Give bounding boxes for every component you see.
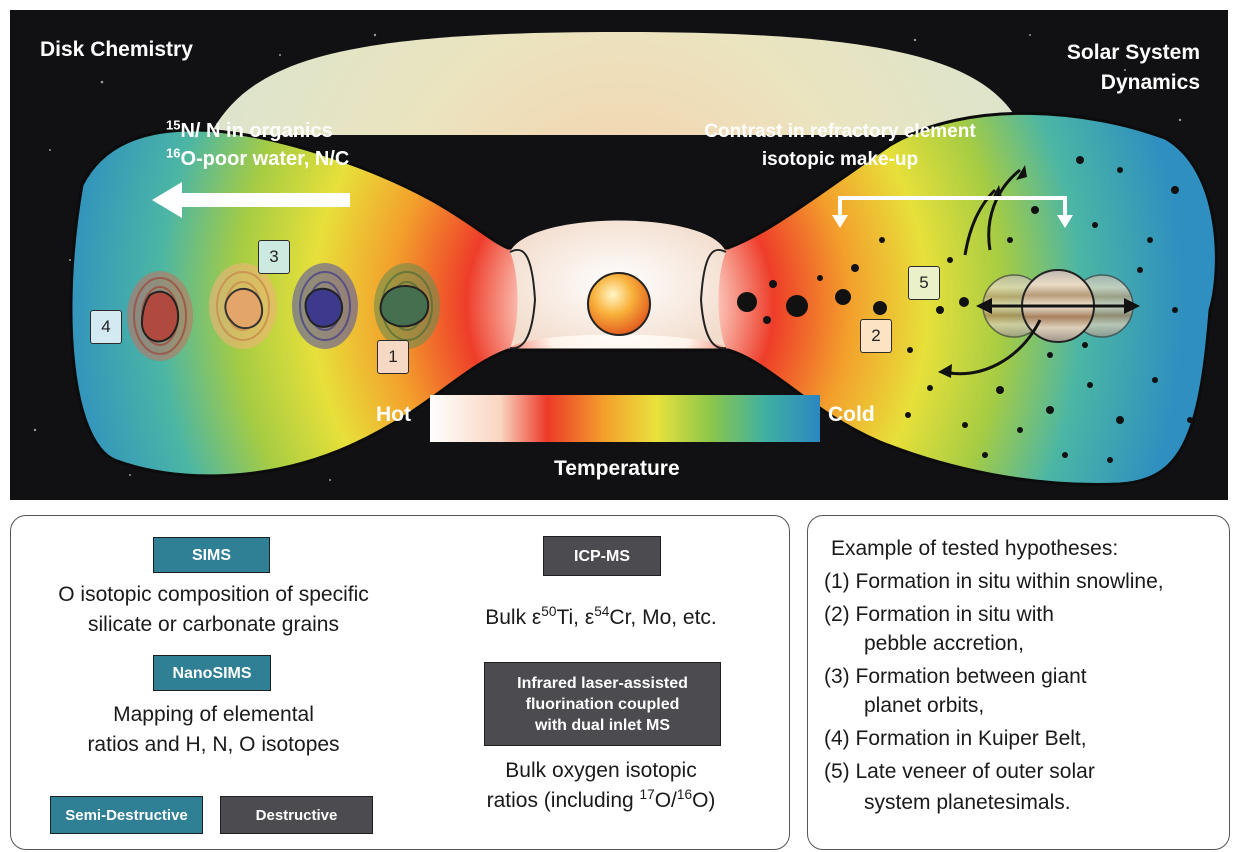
- hypothesis-4: (4) Formation in Kuiper Belt,: [824, 727, 1087, 750]
- giant-planet-migration: [976, 269, 1140, 343]
- left-transport-arrow: [152, 182, 350, 218]
- laser-description: Bulk oxygen isotopic ratios (including 1…: [486, 759, 716, 812]
- hypotheses-panel: Example of tested hypotheses: (1) Format…: [807, 515, 1230, 850]
- grain-1: [374, 263, 440, 349]
- solar-system-dynamics-title: Solar System Dynamics: [1066, 41, 1200, 94]
- marker-3: 3: [258, 240, 290, 274]
- organics-label: 15N/ N in organics 16O-poor water, N/C: [166, 117, 350, 170]
- marker-4: 4: [90, 310, 122, 344]
- disk-chemistry-title: Disk Chemistry: [40, 38, 193, 61]
- grain-4: [127, 271, 193, 361]
- grain-3a: [209, 263, 277, 349]
- hypothesis-3-cont: planet orbits,: [864, 694, 985, 717]
- sims-description: O isotopic composition of specific silic…: [58, 583, 369, 636]
- hypothesis-3: (3) Formation between giant: [824, 665, 1087, 688]
- hypothesis-5: (5) Late veneer of outer solar: [824, 760, 1095, 783]
- nanosims-tag: NanoSIMS: [153, 655, 271, 691]
- techniques-panel: SIMS O isotopic composition of specific …: [10, 515, 790, 850]
- hot-label: Hot: [376, 403, 411, 426]
- legend-semi-destructive: Semi-Destructive: [50, 796, 203, 834]
- marker-1: 1: [377, 340, 409, 374]
- disk-halo: [210, 32, 1025, 135]
- grain-3b: [292, 263, 358, 349]
- marker-5: 5: [908, 266, 940, 300]
- icpms-tag: ICP-MS: [543, 536, 661, 576]
- organics-line1: N/ N in organics: [180, 120, 333, 142]
- sun: [587, 272, 651, 336]
- temperature-label: Temperature: [554, 457, 680, 480]
- legend-destructive: Destructive: [220, 796, 373, 834]
- refractory-contrast-label: Contrast in refractory element isotopic …: [704, 121, 976, 170]
- temperature-scale-bar: [430, 395, 820, 442]
- cold-label: Cold: [828, 403, 875, 426]
- nanosims-description: Mapping of elemental ratios and H, N, O …: [87, 703, 340, 756]
- hypothesis-2: (2) Formation in situ with: [824, 603, 1054, 626]
- marker-2: 2: [860, 319, 892, 353]
- scatter-arrows: [944, 168, 1042, 376]
- laser-fluorination-tag: Infrared laser-assisted fluorination cou…: [484, 662, 721, 746]
- hypothesis-2-cont: pebble accretion,: [864, 632, 1024, 655]
- disk-diagram: Disk Chemistry Solar System Dynamics 15N…: [10, 10, 1228, 500]
- hypotheses-heading: Example of tested hypotheses:: [831, 537, 1119, 560]
- icpms-description: Bulk ε50Ti, ε54Cr, Mo, etc.: [485, 604, 717, 629]
- refractory-contrast-bracket: [832, 196, 1073, 228]
- sims-tag: SIMS: [153, 537, 270, 573]
- hypothesis-1: (1) Formation in situ within snowline,: [824, 570, 1164, 593]
- hypothesis-5-cont: system planetesimals.: [864, 791, 1071, 814]
- disk-illustration: [10, 10, 1228, 500]
- organics-line2: O-poor water, N/C: [180, 148, 350, 170]
